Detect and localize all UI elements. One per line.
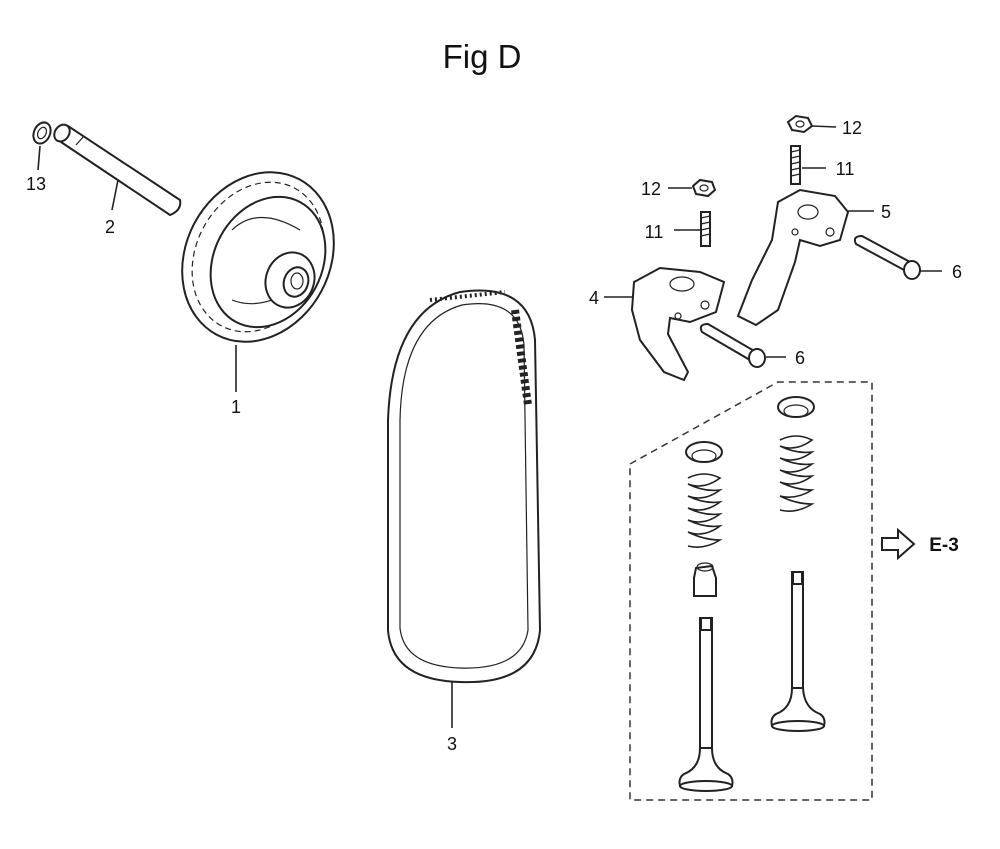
nut-part-12-upper: [786, 114, 814, 134]
callout-11-left: 11: [645, 222, 664, 242]
nut-part-12-left: [691, 178, 717, 198]
leader-12-upper: [811, 125, 837, 128]
rocker-arm-part-5: [736, 188, 850, 327]
callout-13: 13: [26, 174, 46, 194]
valve-group-right: [770, 396, 826, 732]
rocker-arm-part-4: [630, 266, 726, 382]
reference-e3-link[interactable]: E-3: [929, 535, 959, 556]
callout-6-lower: 6: [795, 348, 805, 368]
shaft-part-2: [53, 123, 182, 217]
stud-part-11-upper: [790, 145, 801, 185]
callout-12-left: 12: [641, 179, 661, 199]
pivot-bolt-part-6-upper: [853, 234, 921, 280]
valve-assembly-dashed-box: [629, 381, 873, 801]
callout-3: 3: [447, 734, 457, 754]
timing-belt-part-3: [387, 289, 542, 684]
figure-title: Fig D: [443, 38, 522, 75]
stud-part-11-left: [700, 211, 711, 247]
callout-4: 4: [589, 288, 599, 308]
pivot-bolt-part-6-lower: [699, 322, 766, 368]
valve-group-left: [678, 441, 734, 792]
arrow-right-icon[interactable]: [881, 527, 916, 561]
washer-part-13: [32, 121, 52, 145]
callout-2: 2: [105, 217, 115, 237]
callout-1: 1: [231, 397, 241, 417]
callout-6-upper: 6: [952, 262, 962, 282]
callout-12-upper: 12: [842, 118, 862, 138]
cam-pulley-part-1: [181, 171, 335, 343]
callout-11-upper: 11: [836, 159, 855, 179]
leader-13: [37, 145, 41, 171]
leader-2: [111, 179, 119, 211]
callout-5: 5: [881, 202, 891, 222]
